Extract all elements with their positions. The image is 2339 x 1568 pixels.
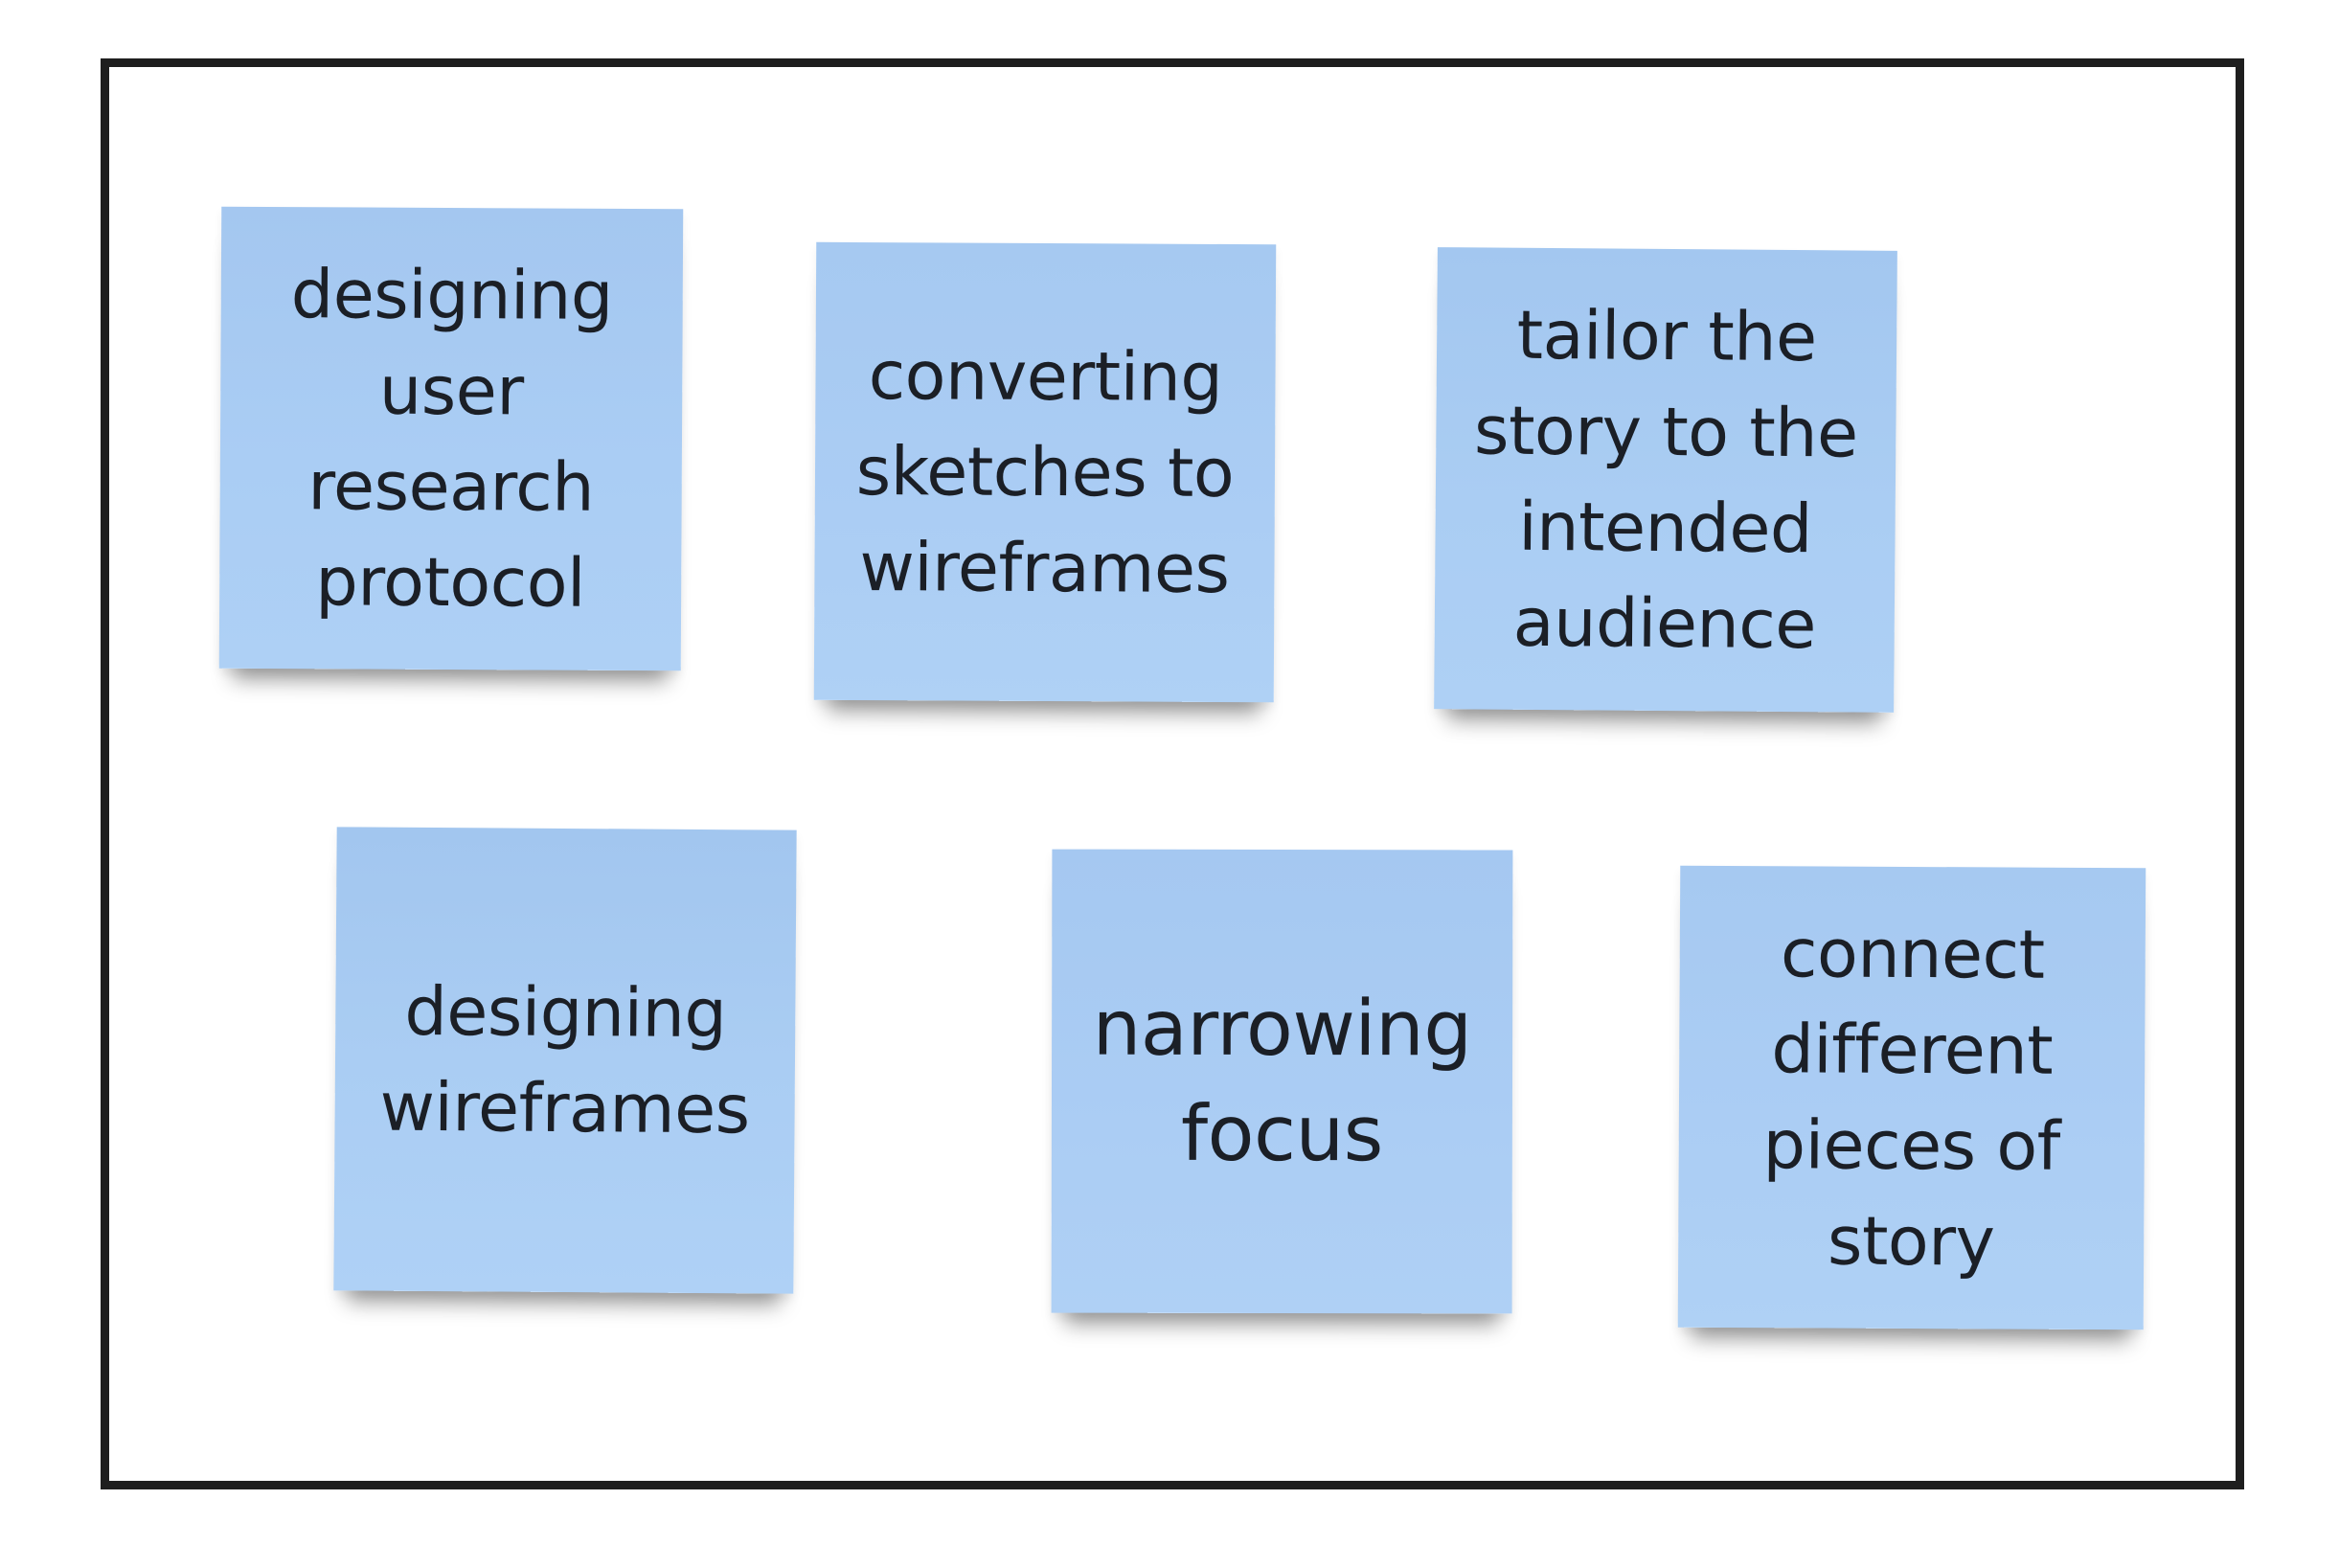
sticky-note-tailor-the-story[interactable]: tailor the story to the intended audienc…	[1434, 247, 1897, 713]
sticky-note-text: narrowing focus	[1092, 983, 1472, 1179]
sticky-note-text: designing wireframes	[379, 971, 750, 1149]
sticky-note-designing-wireframes[interactable]: designing wireframes	[333, 827, 797, 1294]
sticky-note-text: designing user research protocol	[290, 255, 613, 623]
sticky-note-text: tailor the story to the intended audienc…	[1473, 295, 1859, 665]
sticky-note-text: connect different pieces of story	[1762, 914, 2061, 1282]
sticky-note-text: converting sketches to wireframes	[855, 336, 1235, 609]
sticky-note-connect-different-pieces[interactable]: connect different pieces of story	[1677, 865, 2146, 1330]
sticky-note-designing-user-research-protocol[interactable]: designing user research protocol	[218, 206, 684, 671]
sticky-note-narrowing-focus[interactable]: narrowing focus	[1051, 849, 1513, 1314]
sticky-note-converting-sketches-to-wireframes[interactable]: converting sketches to wireframes	[813, 241, 1277, 703]
